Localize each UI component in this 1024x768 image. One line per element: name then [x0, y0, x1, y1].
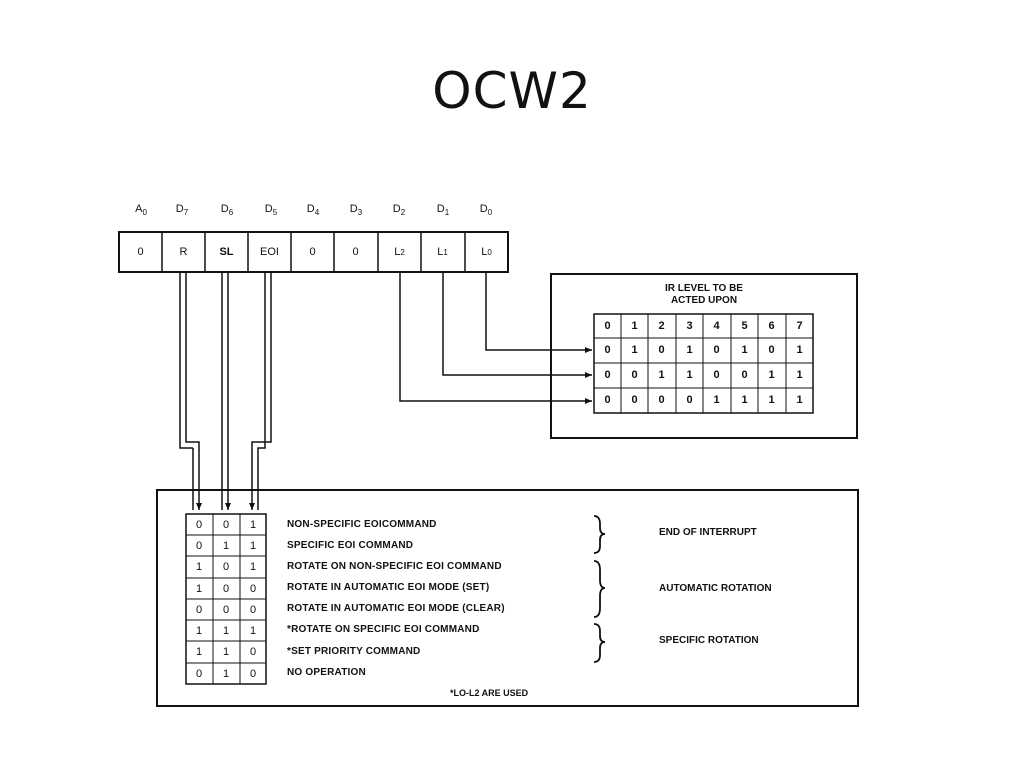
bit-label-d2: D2 — [392, 203, 406, 218]
ir-cell: 0 — [631, 369, 638, 381]
command-bit-cell: 0 — [195, 667, 203, 680]
bit-label-d6: D6 — [220, 203, 234, 218]
bit-label-d7: D7 — [175, 203, 189, 218]
command-bit-cell: 0 — [222, 603, 230, 616]
ir-header-cell: 7 — [796, 320, 803, 332]
ir-cell: 0 — [686, 394, 693, 406]
command-bit-cell: 0 — [249, 645, 257, 658]
ir-level-title: IR LEVEL TO BE ACTED UPON — [551, 283, 857, 307]
command-bit-cell: 0 — [222, 582, 230, 595]
footnote: *LO-L2 ARE USED — [450, 688, 529, 698]
bit-label-d4: D4 — [306, 203, 320, 218]
command-bit-cell: 1 — [195, 582, 203, 595]
ir-header-cell: 0 — [604, 320, 611, 332]
ir-cell: 1 — [768, 394, 775, 406]
ir-cell: 1 — [713, 394, 720, 406]
bit-label-a0: A0 — [135, 203, 147, 218]
command-bit-cell: 0 — [195, 603, 203, 616]
command-bit-cell: 1 — [195, 560, 203, 573]
bit-label-d3: D3 — [349, 203, 363, 218]
ir-header-cell: 4 — [713, 320, 720, 332]
ir-cell: 0 — [658, 394, 665, 406]
command-bit-cell: 0 — [249, 667, 257, 680]
ir-cell: 1 — [631, 344, 638, 356]
ir-header-cell: 3 — [686, 320, 693, 332]
brace-end-of-interrupt — [593, 515, 606, 554]
ir-cell: 1 — [796, 369, 803, 381]
ir-cell: 0 — [768, 344, 775, 356]
command-bit-cell: 0 — [249, 582, 257, 595]
ir-header-cell: 6 — [768, 320, 775, 332]
command-bit-cell: 1 — [249, 539, 257, 552]
ir-cell: 0 — [658, 344, 665, 356]
ir-cell: 0 — [604, 394, 611, 406]
register-cell-d3: 0 — [352, 246, 359, 258]
ir-header-cell: 2 — [658, 320, 665, 332]
command-bit-cell: 0 — [195, 539, 203, 552]
bit-label-d1: D1 — [436, 203, 450, 218]
ir-cell: 1 — [686, 369, 693, 381]
ir-cell: 0 — [741, 369, 748, 381]
command-label: ROTATE IN AUTOMATIC EOI MODE (CLEAR) — [287, 603, 505, 614]
command-bit-cell: 1 — [222, 645, 230, 658]
group-end-of-interrupt: END OF INTERRUPT — [659, 527, 757, 538]
command-bit-cell: 1 — [249, 518, 257, 531]
register-cell-a0: 0 — [137, 246, 144, 258]
ir-cell: 0 — [604, 369, 611, 381]
command-bit-cell: 1 — [222, 539, 230, 552]
register-cell-sl: SL — [219, 246, 234, 258]
command-bit-cell: 1 — [222, 667, 230, 680]
register-cell-r: R — [179, 246, 188, 258]
command-label: *SET PRIORITY COMMAND — [287, 646, 421, 657]
command-bit-cell: 1 — [249, 560, 257, 573]
ir-header-cell: 1 — [631, 320, 638, 332]
group-specific-rotation: SPECIFIC ROTATION — [659, 635, 759, 646]
command-bit-cell: 1 — [249, 624, 257, 637]
ir-cell: 1 — [741, 394, 748, 406]
command-label: NO OPERATION — [287, 667, 366, 678]
register-cell-eoi: EOI — [260, 246, 279, 258]
ir-cell: 0 — [604, 344, 611, 356]
ir-header-cell: 5 — [741, 320, 748, 332]
command-label: ROTATE IN AUTOMATIC EOI MODE (SET) — [287, 582, 490, 593]
brace-specific-rotation — [593, 623, 606, 663]
ir-cell: 0 — [713, 344, 720, 356]
command-label: NON-SPECIFIC EOICOMMAND — [287, 519, 437, 530]
command-label: *ROTATE ON SPECIFIC EOI COMMAND — [287, 624, 480, 635]
register-cell-d4: 0 — [309, 246, 316, 258]
command-bit-cell: 0 — [222, 518, 230, 531]
page-title: OCW2 — [432, 62, 592, 120]
command-bit-cell: 1 — [222, 624, 230, 637]
command-bit-cell: 1 — [195, 624, 203, 637]
ir-cell: 1 — [796, 344, 803, 356]
ir-cell: 0 — [631, 394, 638, 406]
command-bit-cell: 0 — [195, 518, 203, 531]
brace-automatic-rotation — [593, 560, 606, 618]
ir-cell: 0 — [713, 369, 720, 381]
command-bit-cell: 1 — [195, 645, 203, 658]
ir-level-title-line2: ACTED UPON — [670, 295, 738, 306]
ir-cell: 1 — [796, 394, 803, 406]
bit-label-d5: D5 — [264, 203, 278, 218]
bit-label-d0: D0 — [479, 203, 493, 218]
ir-cell: 1 — [658, 369, 665, 381]
group-automatic-rotation: AUTOMATIC ROTATION — [659, 583, 772, 594]
command-label: ROTATE ON NON-SPECIFIC EOI COMMAND — [287, 561, 502, 572]
ir-level-title-line1: IR LEVEL TO BE — [665, 283, 743, 294]
command-bit-cell: 0 — [222, 560, 230, 573]
ir-cell: 1 — [741, 344, 748, 356]
ir-cell: 1 — [686, 344, 693, 356]
command-bit-cell: 0 — [249, 603, 257, 616]
ir-cell: 1 — [768, 369, 775, 381]
command-label: SPECIFIC EOI COMMAND — [287, 540, 414, 551]
